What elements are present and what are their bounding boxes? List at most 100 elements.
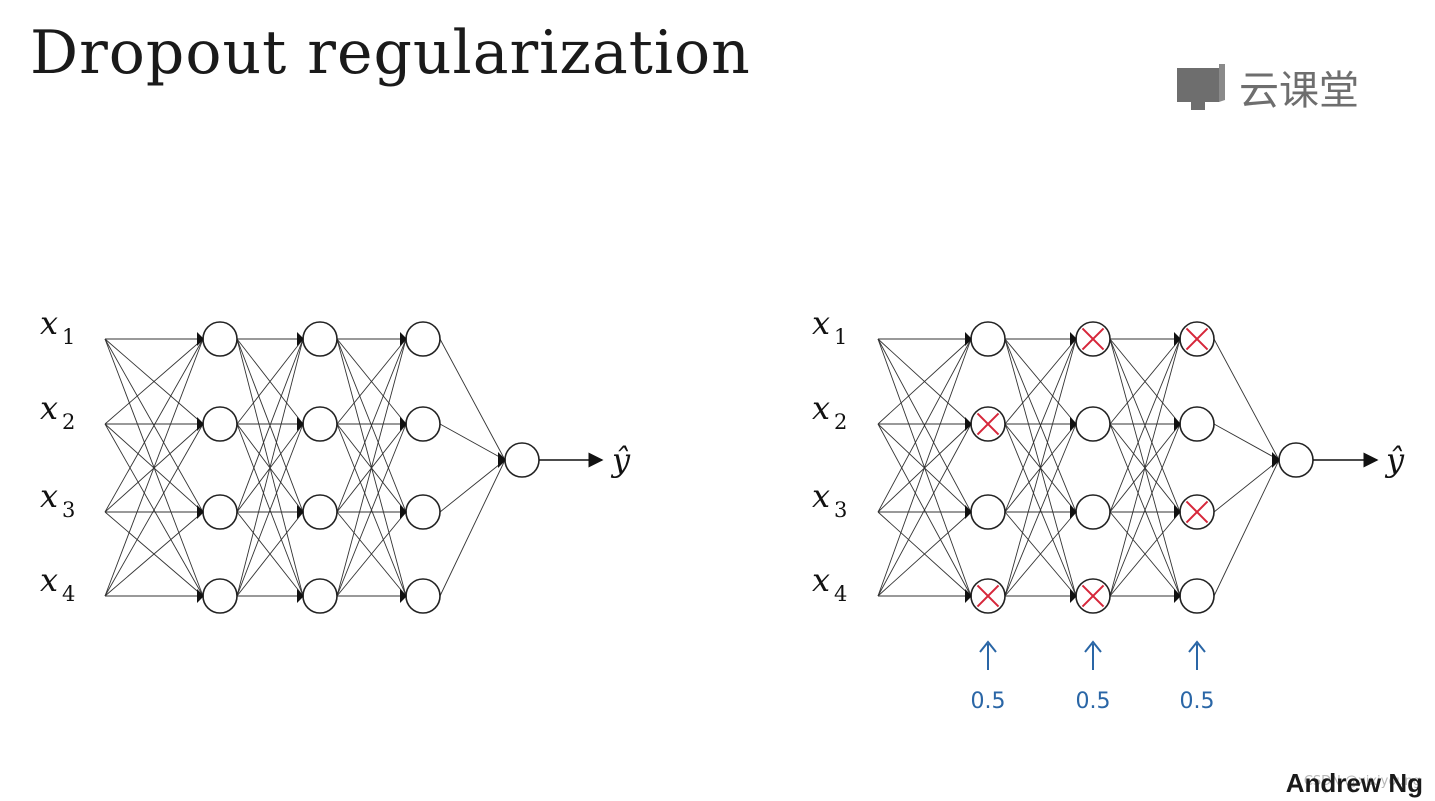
hidden-node <box>302 494 338 530</box>
edge <box>1004 338 1077 513</box>
output-label: ŷ <box>1384 441 1405 479</box>
hidden-node <box>202 406 238 442</box>
slide-title: Dropout regularization <box>30 18 751 88</box>
arrow-cluster-glyph <box>1174 417 1181 431</box>
arrow-cluster-glyph <box>965 417 972 431</box>
arrow-cluster-glyph <box>197 417 204 431</box>
arrow-cluster-glyph <box>1070 417 1077 431</box>
input-label-subscript: 3 <box>62 498 75 522</box>
edge <box>1213 423 1280 461</box>
edge <box>1213 459 1280 513</box>
keep-prob-label: 0.5 <box>1180 689 1215 714</box>
hidden-node <box>970 494 1006 530</box>
edge <box>439 459 506 513</box>
edge <box>336 423 407 597</box>
hidden-node <box>202 494 238 530</box>
edge <box>439 423 506 461</box>
output-label: ŷ <box>610 441 631 479</box>
edge <box>236 338 304 597</box>
slideshow-icon <box>1177 64 1225 110</box>
arrow-cluster-glyph <box>197 505 204 519</box>
edge <box>1213 338 1280 461</box>
arrow-cluster-glyph <box>965 332 972 346</box>
dropout-cross <box>1081 584 1105 608</box>
dropout-cross <box>1081 327 1105 351</box>
input-label: x <box>40 561 58 599</box>
edge <box>104 511 204 597</box>
output-node <box>1278 442 1314 478</box>
edge <box>877 338 972 597</box>
edge <box>104 338 204 597</box>
edge <box>877 511 972 597</box>
hidden-node <box>405 321 441 357</box>
input-label-subscript: 2 <box>834 410 847 434</box>
arrow-cluster-glyph <box>1070 589 1077 603</box>
input-label-subscript: 4 <box>834 582 847 606</box>
keep-prob-up-arrow-head <box>979 640 997 653</box>
input-label-subscript: 2 <box>62 410 75 434</box>
input-label: x <box>812 561 830 599</box>
edge <box>336 338 407 425</box>
edge <box>236 338 304 513</box>
dropout-cross <box>976 412 1000 436</box>
hidden-node <box>1075 494 1111 530</box>
arrow-cluster-glyph <box>965 589 972 603</box>
hidden-node <box>302 406 338 442</box>
dropout-cross <box>1185 500 1209 524</box>
netease-cloud-class-logo: 云课堂 <box>1175 58 1359 116</box>
arrow-cluster-glyph <box>1174 589 1181 603</box>
edge <box>1109 338 1181 597</box>
hidden-node <box>302 578 338 614</box>
arrow-cluster-glyph <box>400 417 407 431</box>
hidden-node <box>405 494 441 530</box>
edge <box>236 511 304 597</box>
input-label: x <box>40 304 58 342</box>
edge <box>439 459 506 597</box>
hidden-node <box>302 321 338 357</box>
edge <box>877 423 972 597</box>
arrow-cluster-glyph <box>197 589 204 603</box>
arrow-cluster-glyph <box>1272 452 1280 468</box>
author-credit: Andrew Ng <box>1285 768 1423 798</box>
arrow-cluster-glyph <box>1174 332 1181 346</box>
arrow-cluster-glyph <box>498 452 506 468</box>
keep-prob-label: 0.5 <box>971 689 1006 714</box>
edge <box>1109 511 1181 597</box>
hidden-node <box>405 406 441 442</box>
arrow-cluster-glyph <box>965 505 972 519</box>
edge <box>336 338 407 513</box>
arrow-cluster-glyph <box>197 332 204 346</box>
arrow-cluster-glyph <box>400 505 407 519</box>
keep-prob-label: 0.5 <box>1076 689 1111 714</box>
input-label: x <box>40 477 58 515</box>
edge <box>104 338 204 425</box>
logo-text: 云课堂 <box>1239 68 1359 114</box>
input-label: x <box>812 304 830 342</box>
edge <box>336 338 407 597</box>
arrow-cluster-glyph <box>1070 332 1077 346</box>
edge <box>439 338 506 461</box>
edge <box>1004 511 1077 597</box>
edge <box>1109 338 1181 513</box>
keep-prob-up-arrow-head <box>1188 640 1206 653</box>
edge <box>1004 338 1077 425</box>
arrow-cluster-glyph <box>400 332 407 346</box>
arrow-cluster-glyph <box>400 589 407 603</box>
hidden-node <box>405 578 441 614</box>
edges <box>877 338 1280 597</box>
edge <box>104 338 204 513</box>
output-node <box>504 442 540 478</box>
keep-prob-up-arrow-head <box>1084 640 1102 653</box>
hidden-node <box>1075 406 1111 442</box>
arrow-cluster-glyph <box>1070 505 1077 519</box>
input-label: x <box>812 389 830 427</box>
edge <box>1109 338 1181 425</box>
edge <box>1004 423 1077 597</box>
input-label-subscript: 3 <box>834 498 847 522</box>
hidden-node <box>202 321 238 357</box>
arrow-cluster-glyph <box>1174 505 1181 519</box>
dropout-cross <box>976 584 1000 608</box>
